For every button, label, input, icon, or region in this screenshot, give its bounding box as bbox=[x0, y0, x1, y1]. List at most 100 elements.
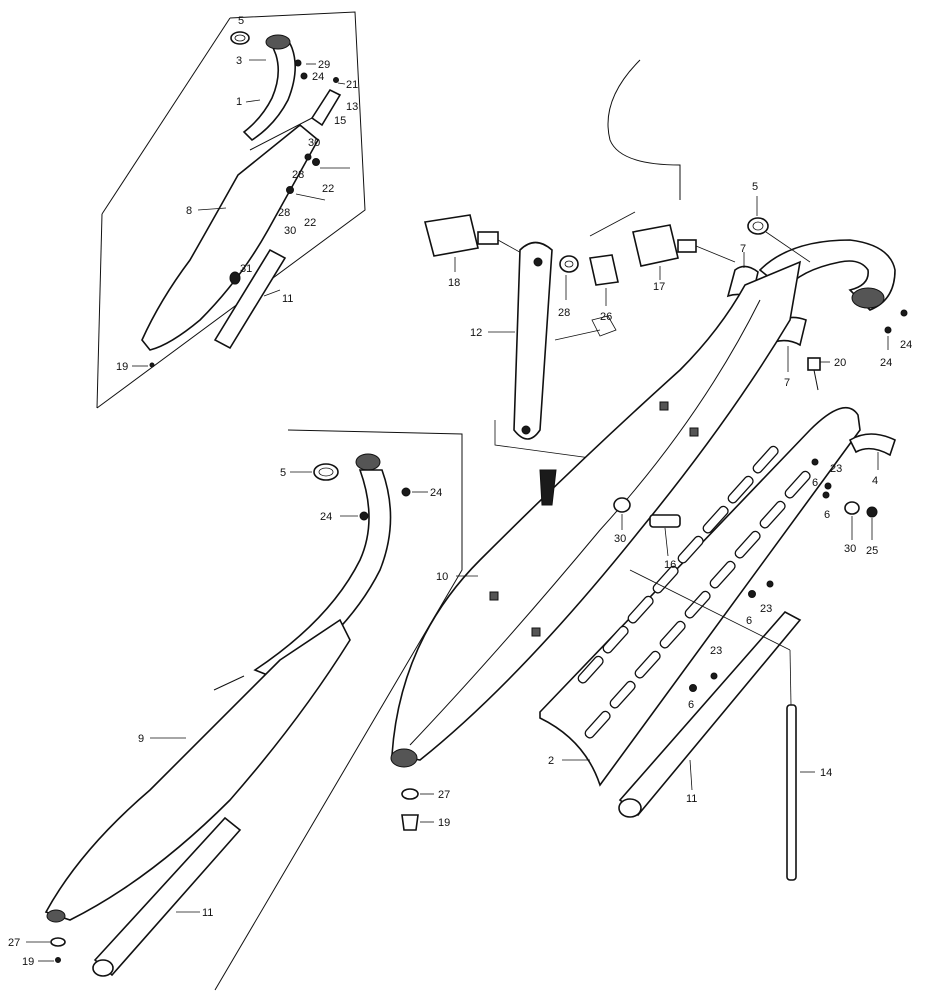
washer-30 bbox=[304, 153, 312, 161]
bolt-23a bbox=[811, 458, 819, 466]
bolt-23b bbox=[766, 580, 774, 588]
pipe-flange bbox=[265, 34, 291, 50]
nut-24c bbox=[900, 309, 908, 317]
nut-28a bbox=[312, 158, 320, 166]
leader-16 bbox=[664, 527, 669, 557]
callout-11-r: 11 bbox=[686, 793, 697, 805]
callout-30a-r: 30 bbox=[844, 543, 856, 555]
bolt-19-3 bbox=[401, 814, 419, 831]
callout-6c: 6 bbox=[746, 615, 752, 627]
shield-slot bbox=[759, 500, 786, 529]
gasket-ring bbox=[230, 31, 250, 45]
shield-slot bbox=[752, 445, 779, 474]
nut-6b bbox=[822, 491, 830, 499]
bolt-23c bbox=[710, 672, 718, 680]
nut-24 bbox=[300, 72, 308, 80]
gasket-hole-2 bbox=[318, 467, 334, 477]
nut-26 bbox=[589, 254, 619, 286]
washer-27-3 bbox=[401, 788, 419, 800]
bolt-6a bbox=[824, 482, 832, 490]
leader-8 bbox=[197, 207, 227, 211]
washer-30b bbox=[844, 501, 860, 515]
callout-13: 13 bbox=[346, 101, 358, 113]
main-muffler-part bbox=[391, 260, 802, 761]
muffler-part bbox=[141, 123, 320, 351]
callout-26: 26 bbox=[600, 311, 612, 323]
inset-top-left: 5 3 29 24 21 1 13 15 30 28 22 8 28 22 30… bbox=[96, 11, 366, 409]
leader-22b bbox=[295, 193, 326, 201]
shield-slot bbox=[734, 530, 761, 559]
muffler-hanger bbox=[539, 469, 557, 506]
shield-slot bbox=[709, 560, 736, 589]
callout-29: 29 bbox=[318, 59, 330, 71]
callout-19: 19 bbox=[116, 361, 128, 373]
bolt-19-2 bbox=[55, 957, 61, 963]
callout-27-r: 27 bbox=[438, 789, 450, 801]
callout-2: 2 bbox=[548, 755, 554, 767]
baffle-tube-end-3 bbox=[618, 798, 642, 818]
shield-slot bbox=[652, 565, 679, 594]
callout-17: 17 bbox=[653, 281, 665, 293]
callout-15: 15 bbox=[334, 115, 346, 127]
callout-24a-b: 24 bbox=[430, 487, 442, 499]
gasket-hole-3 bbox=[752, 221, 764, 231]
clamp-4 bbox=[848, 433, 896, 457]
nut-6d bbox=[689, 684, 697, 692]
inset-frame-top-left bbox=[96, 11, 366, 409]
muffler-part-2 bbox=[44, 618, 351, 921]
washer-28 bbox=[559, 255, 579, 273]
callout-12: 12 bbox=[470, 327, 482, 339]
exhaust-pipe-part bbox=[242, 35, 296, 142]
bolt-20-head bbox=[807, 357, 821, 371]
callout-21: 21 bbox=[346, 79, 358, 91]
callout-31: 31 bbox=[240, 263, 252, 275]
assembly-line-14 bbox=[629, 569, 791, 651]
bolt-19 bbox=[149, 362, 155, 368]
callout-10: 10 bbox=[436, 571, 448, 583]
nut-25 bbox=[866, 506, 878, 518]
callout-8: 8 bbox=[186, 205, 192, 217]
spacer-17 bbox=[632, 224, 679, 267]
callout-18: 18 bbox=[448, 277, 460, 289]
callout-28a: 28 bbox=[292, 169, 304, 181]
callout-23b: 23 bbox=[760, 603, 772, 615]
callout-23a: 23 bbox=[830, 463, 842, 475]
callout-11: 11 bbox=[282, 293, 293, 305]
inset-bottom-left: 5 24 24 9 11 27 19 bbox=[8, 429, 463, 991]
weld-mark-4 bbox=[531, 627, 541, 637]
shield-slot bbox=[602, 625, 629, 654]
nut-24b bbox=[359, 511, 369, 521]
shield-slot bbox=[659, 620, 686, 649]
pipe-flange-3 bbox=[851, 287, 885, 309]
callout-30b-r: 30 bbox=[614, 533, 626, 545]
muffler-seam bbox=[249, 117, 313, 151]
spacer-18-thread bbox=[477, 231, 499, 245]
shield-slot bbox=[677, 535, 704, 564]
nut-24d bbox=[884, 326, 892, 334]
callout-28b: 28 bbox=[278, 207, 290, 219]
shield-slot bbox=[702, 505, 729, 534]
nut-24a bbox=[401, 487, 411, 497]
bolt-20-shank bbox=[813, 369, 819, 391]
main-assembly: 5 18 17 7 28 26 12 24 24 7 20 4 23 6 6 3… bbox=[390, 59, 912, 881]
washer-27 bbox=[50, 937, 66, 947]
frame-outline bbox=[607, 59, 681, 200]
bolt-16 bbox=[649, 514, 681, 528]
callout-25: 25 bbox=[866, 545, 878, 557]
callout-1: 1 bbox=[236, 96, 242, 108]
leader-11c bbox=[689, 759, 693, 791]
bracket-hole-bottom bbox=[521, 425, 531, 435]
callout-3: 3 bbox=[236, 55, 242, 67]
callout-24b-b: 24 bbox=[320, 511, 332, 523]
callout-24: 24 bbox=[312, 71, 324, 83]
inset-frame-left-edge bbox=[101, 17, 231, 215]
callout-6a: 6 bbox=[812, 477, 818, 489]
callout-24a-r: 24 bbox=[900, 339, 912, 351]
inset-frame-left-bottom bbox=[96, 213, 103, 409]
callout-19-r: 19 bbox=[438, 817, 450, 829]
callout-27-b: 27 bbox=[8, 937, 20, 949]
callout-5-r: 5 bbox=[752, 181, 758, 193]
gasket-ring-3 bbox=[747, 217, 769, 235]
